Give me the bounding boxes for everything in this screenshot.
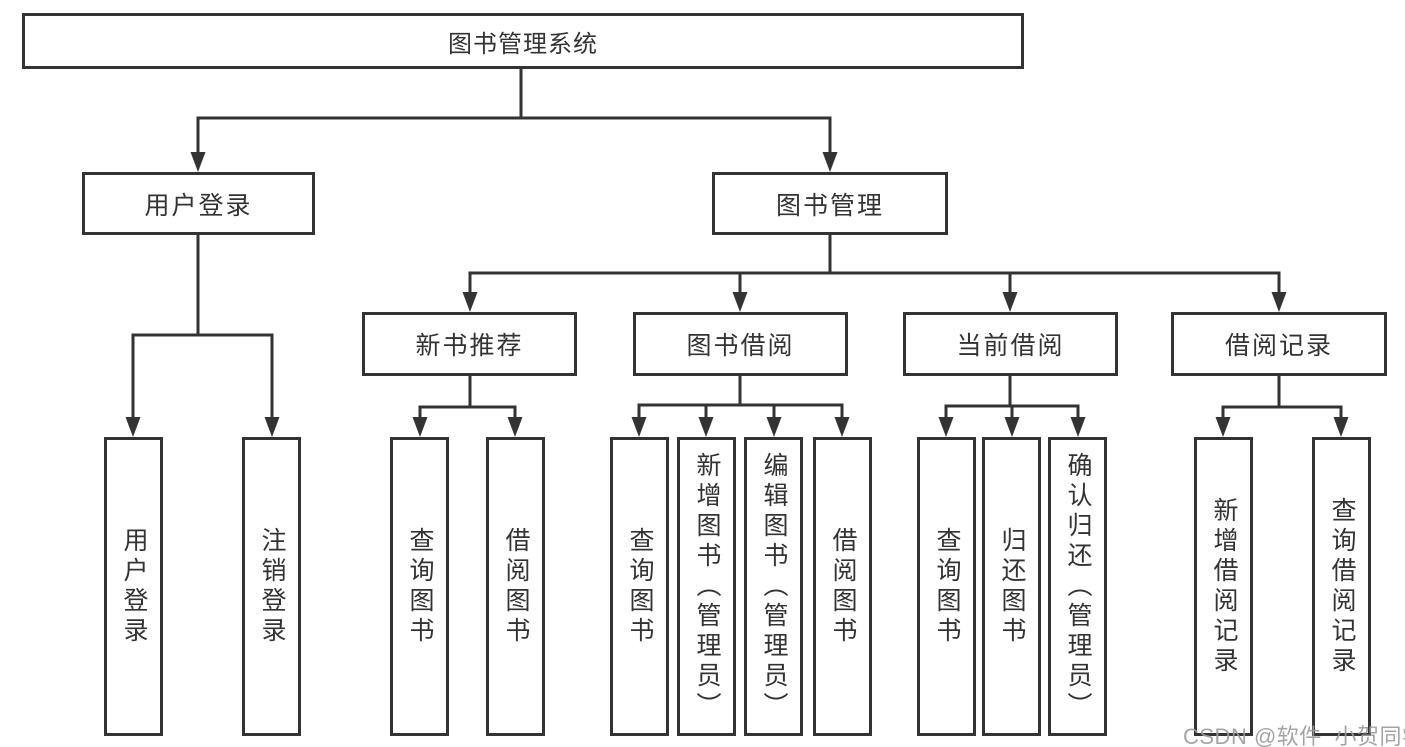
arrowhead-icon (1215, 417, 1231, 437)
arrowhead-icon (1333, 417, 1349, 437)
arrowhead-icon (1004, 417, 1020, 437)
arrowhead-icon (264, 417, 280, 437)
arrowhead-icon (190, 152, 206, 172)
arrowhead-icon (1070, 417, 1086, 437)
node-current-borrow: 当前借阅 (903, 312, 1118, 376)
node-leaf-logout: 注销登录 (242, 437, 301, 736)
node-leaf-return-book: 归还图书 (982, 437, 1041, 736)
arrowhead-icon (462, 292, 478, 312)
arrowhead-icon (1271, 292, 1287, 312)
arrowhead-icon (732, 292, 748, 312)
arrowhead-icon (1002, 292, 1018, 312)
node-leaf-query-borrow-record: 查询借阅记录 (1312, 437, 1371, 736)
node-leaf-add-borrow-record: 新增借阅记录 (1194, 437, 1253, 736)
node-leaf-borrow-books-2: 借阅图书 (813, 437, 872, 736)
node-user-login: 用户登录 (82, 172, 315, 235)
arrowhead-icon (766, 417, 782, 437)
node-leaf-user-login: 用户登录 (104, 437, 163, 736)
node-leaf-edit-book-admin: 编辑图书（管理员） (744, 437, 803, 736)
arrowhead-icon (822, 152, 838, 172)
arrowhead-icon (412, 417, 428, 437)
node-book-management: 图书管理 (712, 172, 948, 235)
node-borrow-records: 借阅记录 (1171, 312, 1387, 376)
node-leaf-query-books-3: 查询图书 (917, 437, 976, 736)
arrowhead-icon (698, 417, 714, 437)
node-leaf-borrow-books-1: 借阅图书 (486, 437, 545, 736)
arrowhead-icon (938, 417, 954, 437)
node-leaf-add-book-admin: 新增图书（管理员） (677, 437, 736, 736)
arrowhead-icon (631, 417, 647, 437)
arrowhead-icon (834, 417, 850, 437)
node-new-book-recommend: 新书推荐 (362, 312, 577, 376)
node-system-root: 图书管理系统 (22, 13, 1024, 69)
arrowhead-icon (507, 417, 523, 437)
node-leaf-query-books-2: 查询图书 (610, 437, 669, 736)
node-leaf-confirm-return-admin: 确认归还（管理员） (1048, 437, 1107, 736)
watermark: CSDN @软件_小贺同学 (1183, 724, 1405, 747)
arrowhead-icon (125, 417, 141, 437)
node-leaf-query-books-1: 查询图书 (390, 437, 449, 736)
node-book-borrow: 图书借阅 (633, 312, 848, 376)
